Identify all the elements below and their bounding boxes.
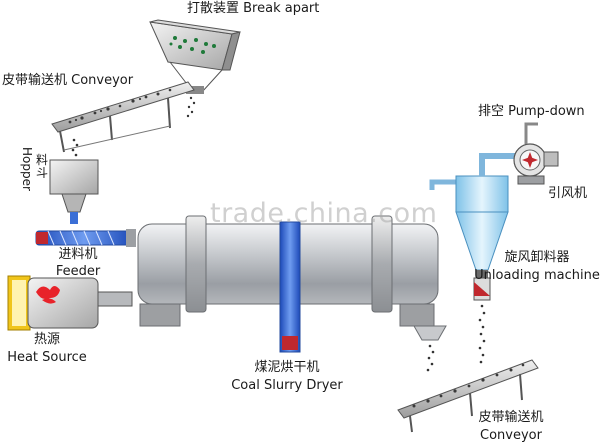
falling-particles-cyclone bbox=[478, 304, 486, 364]
heat-source bbox=[7, 275, 133, 331]
label-heat-en: Heat Source bbox=[7, 350, 87, 365]
label-pump-down: 排空 Pump-down bbox=[478, 104, 585, 119]
label-feeder-en: Feeder bbox=[55, 264, 101, 279]
label-fan-cn: 引风机 bbox=[548, 186, 588, 201]
falling-particles-discharge bbox=[426, 344, 435, 372]
label-conveyor-bottom-en: Conveyor bbox=[480, 428, 542, 443]
rotary-dryer-drum bbox=[137, 215, 447, 353]
feeder bbox=[35, 229, 136, 247]
falling-particles-hopper bbox=[71, 138, 79, 157]
hopper bbox=[49, 159, 99, 224]
falling-particles-top bbox=[186, 96, 196, 118]
label-unload-en: Unloading machine bbox=[474, 268, 600, 283]
label-hopper-cn: 料斗 bbox=[36, 153, 49, 180]
label-heat-cn: 热源 bbox=[33, 332, 60, 347]
label-unload-cn: 旋风卸料器 bbox=[504, 250, 570, 265]
conveyor-bottom bbox=[397, 359, 539, 433]
break-apart-device bbox=[149, 19, 241, 94]
label-dryer-en: Coal Slurry Dryer bbox=[231, 378, 343, 393]
label-dryer-cn: 煤泥烘干机 bbox=[254, 360, 320, 375]
conveyor-top bbox=[51, 81, 195, 153]
cyclone-unloader bbox=[429, 153, 520, 301]
label-conveyor-top: 皮带输送机 Conveyor bbox=[2, 73, 134, 88]
label-break-apart: 打散装置 Break apart bbox=[187, 1, 320, 16]
label-hopper-en: Hopper bbox=[20, 147, 34, 191]
label-conveyor-bottom-cn: 皮带输送机 bbox=[478, 410, 544, 425]
label-feeder-cn: 进料机 bbox=[58, 247, 98, 262]
watermark: trade.china.com bbox=[210, 198, 438, 229]
induced-draft-fan bbox=[513, 122, 559, 185]
